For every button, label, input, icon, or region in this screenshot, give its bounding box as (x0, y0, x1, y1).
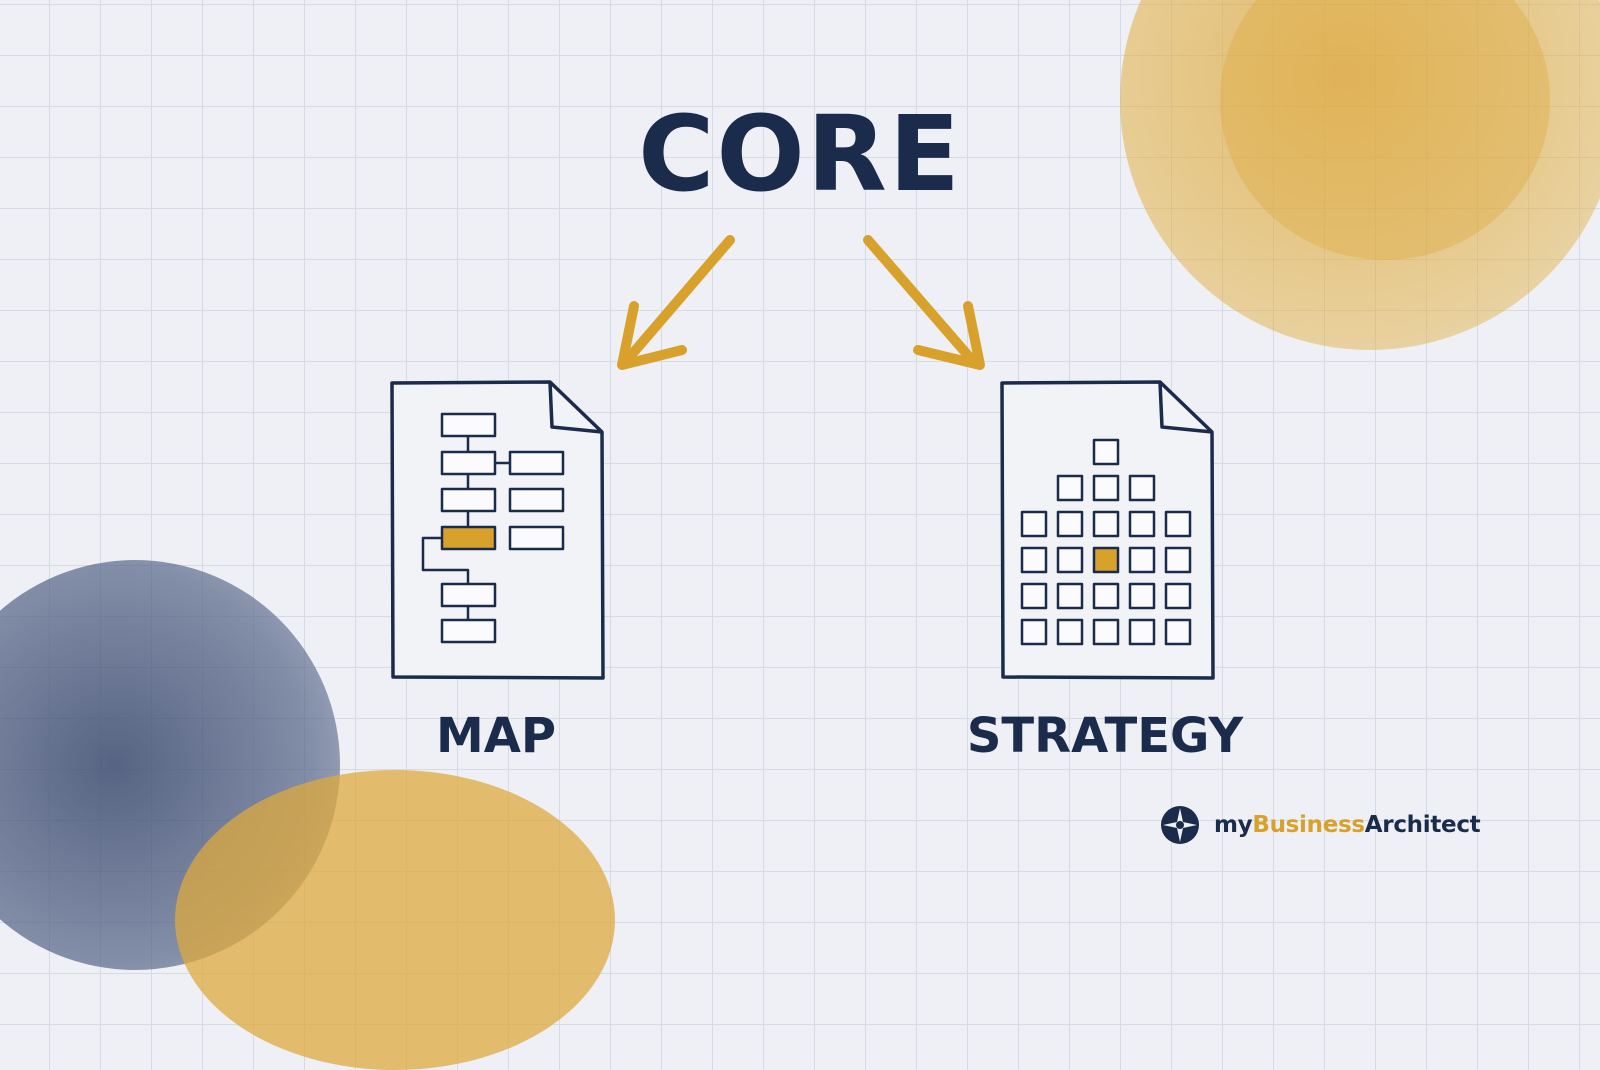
diagram-graphics (390, 235, 1215, 680)
brand-logo: myBusinessArchitect (1160, 805, 1481, 845)
arrow-left-icon (617, 235, 735, 370)
grid-cell (1020, 546, 1048, 574)
grid-cell (1020, 618, 1048, 646)
map-label: MAP (435, 708, 557, 764)
grid-cell (1092, 582, 1120, 610)
grid-cell (1020, 582, 1048, 610)
grid-cell (1056, 546, 1084, 574)
grid-cell (1056, 474, 1084, 502)
arrow-right-icon (863, 235, 985, 370)
compass-star-logo-icon (1161, 806, 1199, 844)
grid-cell (1164, 510, 1192, 538)
core-title: CORE (638, 93, 962, 215)
grid-cell (1092, 618, 1120, 646)
grid-cell (1128, 618, 1156, 646)
grid-cell (1056, 582, 1084, 610)
grid-cell (1164, 582, 1192, 610)
brand-middle: Business (1252, 812, 1365, 838)
grid-cell (1092, 438, 1120, 466)
grid-cell (1128, 582, 1156, 610)
grid-cell (1056, 618, 1084, 646)
grid-cell (1164, 546, 1192, 574)
strategy-grid-document-icon (1000, 380, 1215, 680)
grid-cell (1020, 510, 1048, 538)
grid-cell (1092, 474, 1120, 502)
grid-cell-highlighted (1092, 546, 1120, 574)
grid-cell (1056, 510, 1084, 538)
strategy-label: STRATEGY (966, 708, 1244, 764)
brand-prefix: my (1214, 812, 1253, 838)
gold-watercolor-blob-top-right-inner (1220, 0, 1550, 260)
grid-cell (1128, 546, 1156, 574)
grid-cell (1128, 474, 1156, 502)
grid-cell (1128, 510, 1156, 538)
brand-suffix: Architect (1364, 812, 1481, 838)
process-map-document-icon (390, 380, 605, 680)
brand-name: myBusinessArchitect (1214, 812, 1481, 838)
grid-cell (1092, 510, 1120, 538)
grid-cell (1164, 618, 1192, 646)
